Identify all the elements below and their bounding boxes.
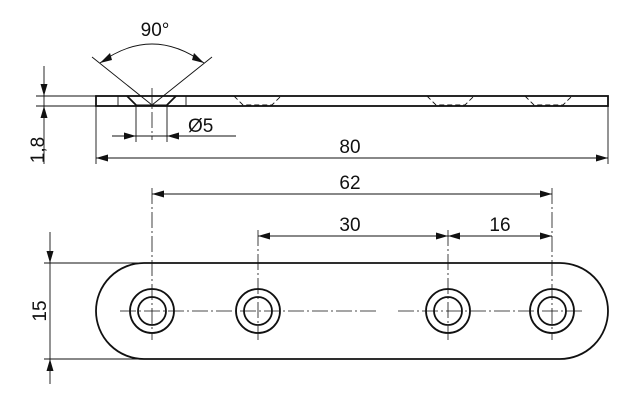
top-view: 62 30 16 15 bbox=[30, 173, 609, 384]
inner-hole-spacing-label: 30 bbox=[339, 215, 360, 236]
inner-hole-spacing-dimension: 30 bbox=[258, 215, 448, 240]
outer-hole-spacing-label: 62 bbox=[339, 173, 360, 194]
hole-diameter-label: Ø5 bbox=[188, 116, 213, 137]
outer-hole-spacing-dimension: 62 bbox=[152, 173, 552, 198]
overall-length-dimension: 80 bbox=[95, 106, 609, 164]
plate-top-outline bbox=[95, 262, 609, 360]
hidden-countersinks bbox=[233, 95, 573, 106]
side-view: 90° Ø5 1,8 80 bbox=[28, 20, 609, 164]
angle-dimension: 90° bbox=[91, 20, 213, 106]
thickness-dimension: 1,8 bbox=[28, 66, 96, 164]
plate-side-outline bbox=[95, 95, 609, 107]
width-dimension: 15 bbox=[30, 232, 144, 384]
end-hole-spacing-dimension: 16 bbox=[448, 215, 552, 240]
overall-length-label: 80 bbox=[339, 137, 360, 158]
hole-diameter-dimension: Ø5 bbox=[112, 105, 236, 142]
angle-label: 90° bbox=[141, 20, 170, 41]
width-label: 15 bbox=[30, 300, 51, 321]
thickness-label: 1,8 bbox=[28, 137, 49, 163]
end-hole-spacing-label: 16 bbox=[489, 215, 510, 236]
